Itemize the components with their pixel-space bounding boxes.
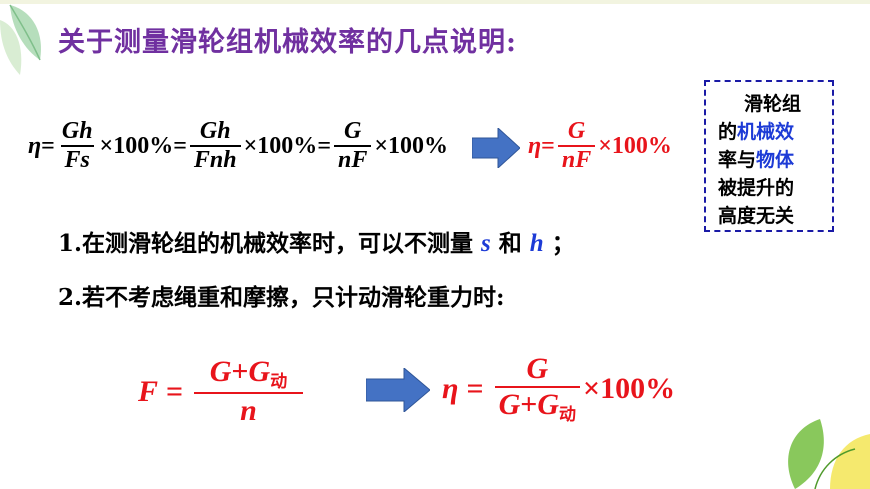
note-line: 高度无关 [718, 205, 795, 227]
eta-symbol: η [442, 371, 459, 405]
g-symbol: G [498, 388, 521, 421]
numerator: G [526, 352, 549, 385]
numerator: G+G动 [206, 355, 291, 392]
numerator: Gh [61, 118, 93, 144]
point-2: 2.若不考虑绳重和摩擦，只计动滑轮重力时: [58, 284, 505, 311]
note-text: 率 [718, 149, 738, 171]
right-arrow-icon [472, 128, 520, 168]
fraction-g-nf: G nF [557, 118, 596, 174]
eta-symbol: η [28, 132, 42, 159]
percent-factor: ×100% [99, 132, 174, 159]
equals-sign: = [173, 132, 187, 159]
denominator: Fnh [189, 145, 241, 174]
conjunction: 和 [498, 230, 522, 257]
numerator: G [567, 118, 586, 144]
g-symbol: G [248, 355, 271, 388]
denominator: Fs [60, 145, 94, 174]
equals-sign: = [317, 132, 331, 159]
denominator: nF [557, 145, 596, 174]
fraction-gh-fs: Gh Fs [58, 118, 97, 174]
equals-sign: = [466, 371, 484, 405]
fraction-efficiency: G G+G动 [494, 352, 581, 425]
leaf-decoration-icon [0, 4, 41, 75]
numerator: G [344, 118, 362, 144]
note-line: 滑轮组 [744, 93, 802, 115]
variable-s: s [481, 230, 491, 257]
equals-sign: = [541, 132, 555, 159]
numerator: Gh [199, 118, 231, 144]
leaf-decoration-icon [788, 419, 870, 489]
subscript: 动 [559, 405, 577, 424]
point-1-text: 1.在测滑轮组的机械效率时，可以不测量 [58, 230, 474, 257]
percent-factor: ×100% [243, 132, 318, 159]
right-arrow-icon [366, 368, 430, 412]
note-highlight: 物体 [756, 149, 795, 171]
g-symbol: G [537, 388, 560, 421]
equals-sign: = [166, 374, 184, 408]
efficiency-formula: η = Gh Fs ×100% = Gh Fnh ×100% = G nF ×1… [28, 118, 448, 174]
point-1: 1.在测滑轮组的机械效率时，可以不测量 s 和 h ； [58, 224, 575, 258]
fraction-gh-fnh: Gh Fnh [189, 118, 241, 174]
page-title: 关于测量滑轮组机械效率的几点说明: [58, 27, 517, 58]
percent-factor: ×100% [374, 132, 449, 159]
plus-sign: + [520, 388, 538, 421]
note-line: 的机械效 [718, 118, 824, 146]
subscript: 动 [270, 372, 288, 391]
force-formula: F = G+G动 n [138, 355, 306, 428]
variable-h: h [529, 230, 544, 257]
note-box: 滑轮组 的机械效 率与物体 被提升的 高度无关 [704, 80, 834, 232]
simplified-efficiency-formula: η = G nF ×100% [528, 118, 672, 174]
eta-symbol: η [528, 132, 542, 159]
punctuation: ； [551, 230, 575, 257]
f-symbol: F [138, 374, 159, 408]
plus-sign: + [231, 355, 249, 388]
note-highlight: 机械效 [737, 121, 795, 143]
denominator: G+G动 [494, 386, 581, 425]
note-line: 率与物体 [718, 146, 824, 174]
denominator: n [194, 392, 303, 428]
note-line: 被提升的 [718, 177, 795, 199]
equals-sign: = [41, 132, 55, 159]
fraction-g-nf: G nF [334, 118, 372, 174]
note-text: 与 [737, 149, 757, 171]
top-bar [0, 0, 870, 4]
note-text: 的 [718, 121, 738, 143]
efficiency-dynamic-formula: η = G G+G动 ×100% [442, 352, 675, 425]
percent-factor: ×100% [583, 371, 676, 405]
denominator: nF [334, 145, 372, 174]
g-symbol: G [209, 355, 232, 388]
percent-factor: ×100% [598, 132, 672, 159]
fraction-force: G+G动 n [194, 355, 303, 428]
